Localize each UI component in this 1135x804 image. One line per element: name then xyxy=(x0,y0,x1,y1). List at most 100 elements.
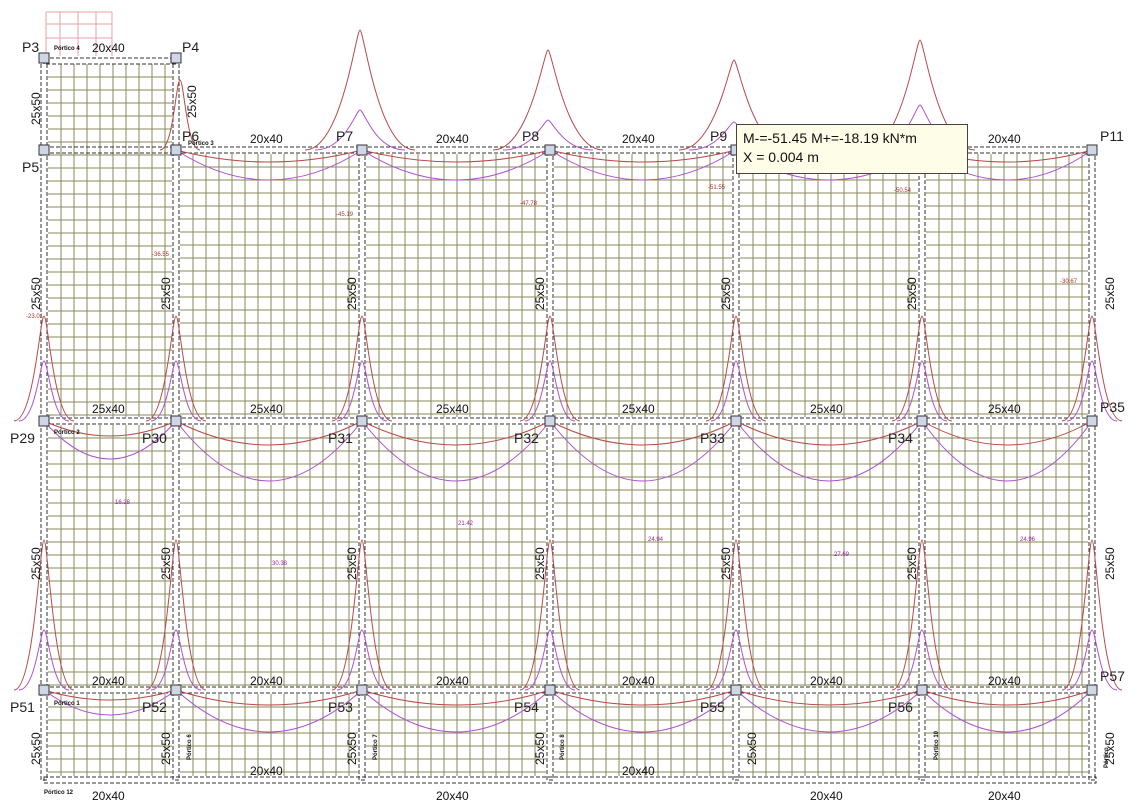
negative-moment-curve xyxy=(519,315,581,422)
beam-label: 25x50 xyxy=(185,85,199,118)
beam-label: 20x40 xyxy=(92,674,125,688)
pillar xyxy=(356,415,368,427)
negative-moment-curve xyxy=(705,315,767,422)
pillar-label-p34: P34 xyxy=(888,430,913,446)
tooltip-position: X = 0.004 m xyxy=(743,149,819,165)
beam-label: 25x50 xyxy=(905,547,919,580)
pillar-label-p57: P57 xyxy=(1100,668,1125,684)
beam-label: 25x50 xyxy=(905,277,919,310)
positive-moment-curve xyxy=(1066,360,1118,422)
pillar xyxy=(916,415,928,427)
frame-label: Pórtico 8 xyxy=(560,734,566,760)
negative-moment-curve xyxy=(13,315,75,422)
positive-moment-curve xyxy=(921,420,1093,482)
pillar xyxy=(170,684,182,696)
beam-label: 25x50 xyxy=(533,277,547,310)
beam-label: 25x50 xyxy=(745,732,759,765)
moment-label-negative: -51.55 xyxy=(708,185,726,191)
positive-moment-curve xyxy=(549,420,737,482)
beam-label: 20x40 xyxy=(622,132,655,146)
positive-moment-curve xyxy=(43,689,177,716)
negative-moment-curve xyxy=(735,420,923,446)
pillar-label-p32: P32 xyxy=(514,430,539,446)
moment-tooltip: M-=-51.45 M+=-18.19 kN*m X = 0.004 m xyxy=(736,124,968,174)
positive-moment-curve xyxy=(43,420,177,460)
positive-moment-curve xyxy=(150,629,202,691)
frame-label: Pórtico 12 xyxy=(44,790,74,796)
negative-moment-curve xyxy=(735,689,923,706)
negative-moment-curve xyxy=(145,315,207,422)
pillar xyxy=(544,415,556,427)
moment-label-negative: -36.55 xyxy=(152,252,170,258)
beam-label: 25x50 xyxy=(29,732,43,765)
frame-label: Pórtico 10 xyxy=(934,730,940,760)
beam-label: 20x40 xyxy=(988,789,1021,803)
negative-moment-curve xyxy=(145,539,207,691)
pillar xyxy=(1086,144,1098,156)
negative-moment-curve xyxy=(175,689,363,706)
beam-label: 25x40 xyxy=(810,402,843,416)
positive-moment-curve xyxy=(361,149,551,181)
slab-grid xyxy=(48,64,1088,776)
beam-label: 20x40 xyxy=(92,41,125,55)
pillar-label-p4: P4 xyxy=(182,39,199,55)
negative-moment-curve xyxy=(331,539,393,691)
beam-label: 25x50 xyxy=(345,547,359,580)
positive-moment-curve xyxy=(18,629,70,691)
beam-label: 20x40 xyxy=(250,764,283,778)
negative-moment-curve xyxy=(549,420,737,446)
positive-moment-curve xyxy=(502,119,594,151)
pillar xyxy=(730,415,742,427)
positive-moment-curve xyxy=(524,629,576,691)
beam-label: 25x40 xyxy=(622,402,655,416)
pillar xyxy=(356,684,368,696)
beam-label: 25x50 xyxy=(345,732,359,765)
negative-moment-curve xyxy=(921,689,1093,706)
positive-moment-curve xyxy=(549,149,737,181)
pillar-label-p35: P35 xyxy=(1100,399,1125,415)
positive-moment-curve xyxy=(18,360,70,422)
pillar-label-p30: P30 xyxy=(142,430,167,446)
positive-moment-curve xyxy=(735,420,923,482)
moment-label-negative: -30.67 xyxy=(1060,279,1078,285)
pillar-label-p9: P9 xyxy=(710,128,727,144)
beam-label: 25x50 xyxy=(1103,277,1117,310)
positive-moment-curve xyxy=(710,629,762,691)
pillar xyxy=(170,415,182,427)
moment-label-positive: 24.96 xyxy=(1020,537,1036,543)
pillar xyxy=(38,144,50,156)
pillar-label-p7: P7 xyxy=(336,128,353,144)
pillar xyxy=(1086,684,1098,696)
pillar xyxy=(38,684,50,696)
pillar xyxy=(170,52,182,64)
pillar xyxy=(1086,415,1098,427)
beam-label: 25x50 xyxy=(1103,732,1117,765)
beam-label: 20x40 xyxy=(622,674,655,688)
negative-moment-curve xyxy=(331,315,393,422)
positive-moment-curve xyxy=(336,629,388,691)
pillar xyxy=(170,144,182,156)
frame-label: Pórtico 7 xyxy=(373,734,379,760)
beam-label: 25x40 xyxy=(988,402,1021,416)
frame-labels: Pórtico 4 Pórtico 3 Pórtico 2 Pórtico 1 … xyxy=(44,46,1110,796)
negative-moment-curve xyxy=(43,689,177,701)
beam-label: 25x50 xyxy=(159,277,173,310)
beam-label: 25x50 xyxy=(29,92,43,125)
positive-moment-curve xyxy=(896,360,948,422)
pillar-label-p31: P31 xyxy=(328,430,353,446)
negative-moment-curve xyxy=(175,420,363,446)
moment-label-positive: 16.28 xyxy=(115,500,131,506)
beam-label: 25x40 xyxy=(92,402,125,416)
pillar xyxy=(356,144,368,156)
frame-label: Pórtico 3 xyxy=(188,141,214,147)
negative-moment-curve xyxy=(361,149,551,163)
beam-labels: 20x40 20x40 20x40 20x40 20x40 25x40 25x4… xyxy=(92,41,1021,803)
pillar xyxy=(730,684,742,696)
frame-label: Pórtico 1 xyxy=(54,701,80,707)
pillar-label-p8: P8 xyxy=(522,128,539,144)
positive-moment-curve xyxy=(921,689,1093,733)
pillar-label-p55: P55 xyxy=(700,699,725,715)
beam-label: 25x50 xyxy=(29,547,43,580)
beam-label: 20x40 xyxy=(810,789,843,803)
pillar-label-p3: P3 xyxy=(22,39,39,55)
